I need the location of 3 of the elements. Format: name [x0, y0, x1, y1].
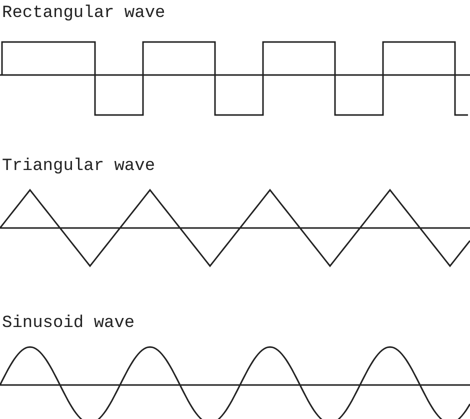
wave-label: Triangular wave — [2, 157, 156, 176]
wave-label: Sinusoid wave — [2, 314, 135, 333]
wave-label: Rectangular wave — [2, 4, 166, 23]
